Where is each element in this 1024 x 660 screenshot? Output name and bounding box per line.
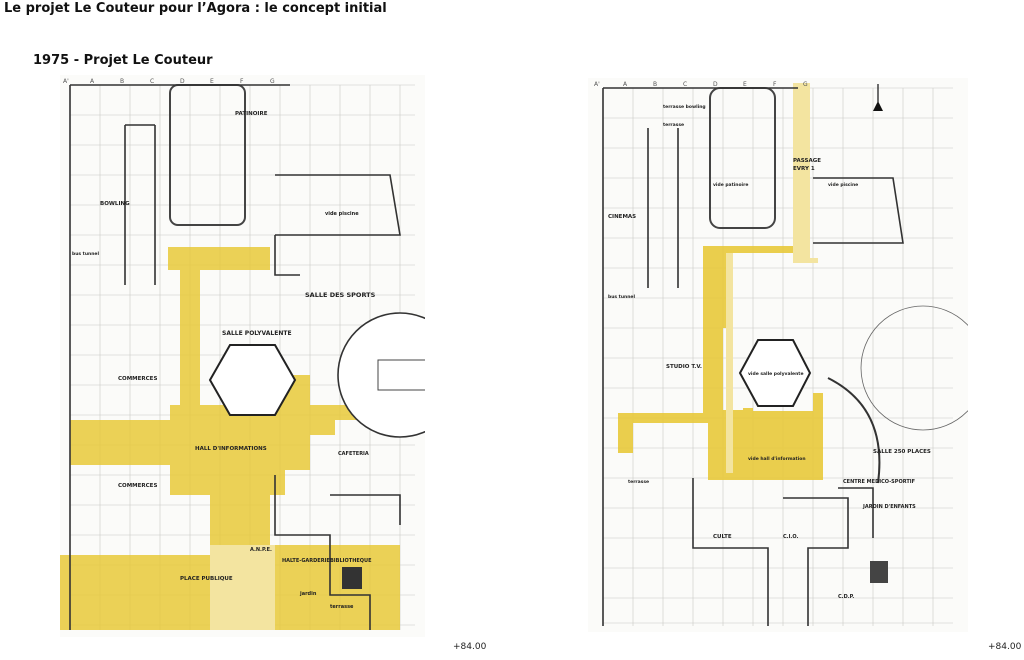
left-jardin-block	[342, 567, 362, 589]
svg-text:G: G	[270, 78, 275, 85]
label-bus-tunnel-r: bus tunnel	[608, 294, 635, 300]
label-centre-medico: CENTRE MEDICO-SPORTIF	[843, 479, 915, 485]
label-studio: STUDIO T.V.	[666, 364, 702, 370]
left-axis-ticks: A' A B C D E F G	[63, 78, 275, 85]
svg-text:D: D	[713, 81, 718, 88]
label-cinemas: CINEMAS	[608, 214, 636, 220]
label-commerces-1: COMMERCES	[118, 376, 157, 382]
right-plan-drawing: A' A B C D E F G terrasse bowling terrasse PASS…	[594, 81, 968, 626]
right-circulation-highlight	[618, 83, 823, 480]
label-patinoire: PATINOIRE	[235, 111, 268, 117]
right-dashed-circle	[860, 305, 968, 431]
left-elevation-label: +84.00	[453, 642, 487, 652]
label-terrasse: terrasse	[330, 604, 354, 610]
label-vide-piscine: vide piscine	[325, 211, 359, 217]
svg-text:C: C	[150, 78, 154, 85]
svg-text:E: E	[210, 78, 214, 85]
label-salle-sports: SALLE DES SPORTS	[305, 291, 376, 299]
left-plan-title: 1975 - Projet Le Couteur	[33, 53, 213, 68]
left-walls	[69, 84, 401, 630]
label-bibliotheque: BIBLIOTHEQUE	[330, 558, 372, 564]
svg-text:D: D	[180, 78, 185, 85]
label-jardin: jardin	[299, 591, 317, 597]
label-bowling: BOWLING	[100, 201, 130, 207]
label-terrasse-2: terrasse	[628, 479, 649, 485]
right-elevation-label: +84.00	[988, 642, 1022, 652]
label-bus-tunnel: bus tunnel	[72, 251, 99, 257]
svg-text:C: C	[683, 81, 687, 88]
label-vide-piscine-r: vide piscine	[828, 182, 858, 188]
svg-text:F: F	[773, 81, 777, 88]
right-walls	[602, 87, 904, 626]
right-axis-ticks: A' A B C D E F G	[594, 81, 808, 88]
right-cdp-block	[870, 561, 888, 583]
left-sports-court	[377, 359, 425, 391]
label-terrasse-bowling: terrasse bowling	[663, 104, 706, 110]
svg-text:B: B	[653, 81, 657, 88]
label-commerces-2: COMMERCES	[118, 483, 157, 489]
label-place: PLACE PUBLIQUE	[180, 576, 233, 582]
left-hexagon-hall	[208, 344, 297, 416]
label-vide-hall: vide hall d'information	[748, 456, 806, 462]
label-terrasse-r: terrasse	[663, 122, 684, 128]
svg-text:A': A'	[594, 81, 600, 88]
left-circulation-highlight	[60, 247, 400, 630]
label-salle-polyvalente: SALLE POLYVALENTE	[222, 330, 292, 337]
north-arrow-icon	[873, 84, 883, 111]
left-ice-rink	[169, 84, 246, 226]
label-cafeteria: CAFETERIA	[338, 451, 369, 457]
left-sports-circle	[337, 312, 425, 438]
label-cdp: C.D.P.	[838, 594, 854, 600]
label-cio: C.I.O.	[783, 534, 798, 540]
label-vide-patinoire: vide patinoire	[713, 182, 748, 188]
left-floor-plan: A' A B C D E F G BOWLING PATINOIRE SALLE DES SP…	[60, 75, 425, 637]
label-passage: PASSAGE	[793, 158, 821, 164]
right-floor-plan: A' A B C D E F G terrasse bowling terrasse PASS…	[588, 78, 968, 632]
svg-text:A: A	[623, 81, 628, 88]
svg-text:A': A'	[63, 78, 69, 85]
label-evry: EVRY 1	[793, 166, 815, 172]
label-salle-places: SALLE 250 PLACES	[873, 449, 931, 455]
right-hexagon	[738, 339, 812, 407]
label-vide-salle: vide salle polyvalente	[748, 371, 804, 377]
svg-text:E: E	[743, 81, 747, 88]
svg-text:B: B	[120, 78, 124, 85]
label-culte: CULTE	[713, 534, 732, 540]
label-halte: HALTE-GARDERIE	[282, 558, 330, 564]
label-hall: HALL D'INFORMATIONS	[195, 446, 267, 452]
label-jardin-enfants: JARDIN D'ENFANTS	[862, 504, 916, 510]
svg-text:F: F	[240, 78, 244, 85]
page-title: Le projet Le Couteur pour l’Agora : le c…	[4, 1, 387, 16]
label-anpe: A.N.P.E.	[250, 547, 272, 553]
left-plan-drawing: A' A B C D E F G BOWLING PATINOIRE SALLE DES SP…	[60, 78, 425, 630]
svg-text:A: A	[90, 78, 95, 85]
right-ice-rink	[709, 87, 776, 229]
svg-text:G: G	[803, 81, 808, 88]
right-curved-wall	[827, 377, 881, 484]
